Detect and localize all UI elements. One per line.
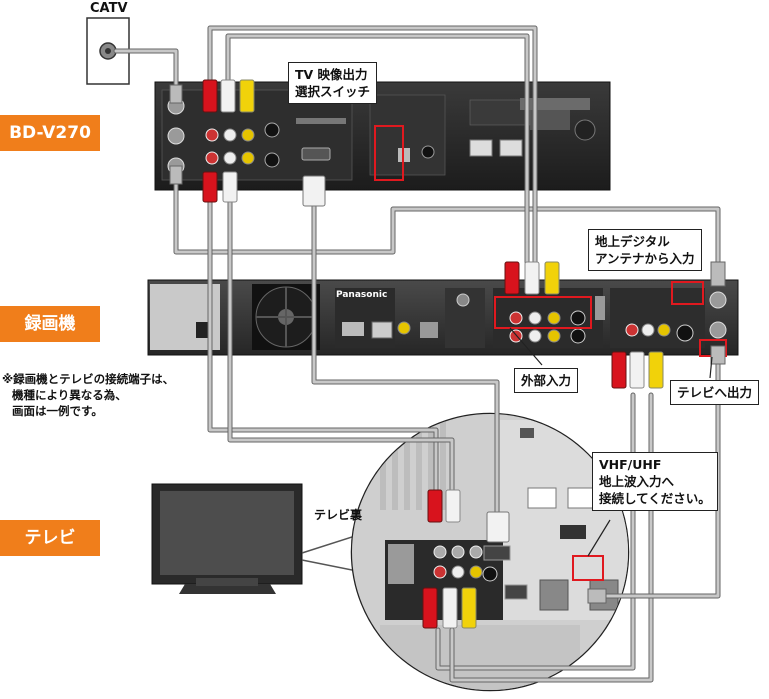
note-text: ※録画機とテレビの接続端子は、 機種により異なる為、 画面は一例です。 xyxy=(2,371,174,419)
vhf-uhf-line-3: 接続してください。 xyxy=(599,491,711,506)
vhf-uhf-line-1: VHF/UHF xyxy=(599,457,662,472)
tv-output-pointer xyxy=(709,356,713,379)
digital-input-highlight xyxy=(671,281,704,305)
switch-highlight-box xyxy=(374,125,404,181)
catv-label: CATV xyxy=(90,1,128,16)
tv-monitor xyxy=(151,483,303,594)
vhf-pointer xyxy=(587,519,611,557)
digital-antenna-line-1: 地上デジタル xyxy=(595,234,670,249)
plugs xyxy=(169,79,726,629)
tv-back-panel xyxy=(350,412,630,692)
bd-v270-tag: BD-V270 xyxy=(0,115,100,151)
tv-output-switch-line-1: TV 映像出力 xyxy=(295,67,368,82)
note-line-3: 画面は一例です。 xyxy=(12,404,103,418)
tv-output-switch-line-2: 選択スイッチ xyxy=(295,84,371,99)
vhf-uhf-callout: VHF/UHF 地上波入力へ 接続してください。 xyxy=(592,452,718,511)
output-to-tv-callout: テレビへ出力 xyxy=(670,380,760,405)
tv-back-label: テレビ裏 xyxy=(314,508,363,522)
note-line-2: 機種により異なる為、 xyxy=(12,388,127,402)
recorder-brand-label: Panasonic xyxy=(336,290,387,300)
tv-tag: テレビ xyxy=(0,520,100,556)
tv-output-switch-callout: TV 映像出力 選択スイッチ xyxy=(288,62,378,104)
digital-antenna-callout: 地上デジタル アンテナから入力 xyxy=(588,229,702,271)
note-line-1: ※録画機とテレビの接続端子は、 xyxy=(2,372,175,386)
recorder-tag: 録画機 xyxy=(0,306,100,342)
external-input-highlight xyxy=(494,296,592,329)
digital-antenna-line-2: アンテナから入力 xyxy=(595,251,695,266)
vhf-uhf-line-2: 地上波入力へ xyxy=(599,474,675,489)
external-input-callout: 外部入力 xyxy=(514,368,579,393)
cables xyxy=(113,25,721,683)
external-input-pointer xyxy=(509,327,543,366)
recorder-device xyxy=(147,279,739,356)
